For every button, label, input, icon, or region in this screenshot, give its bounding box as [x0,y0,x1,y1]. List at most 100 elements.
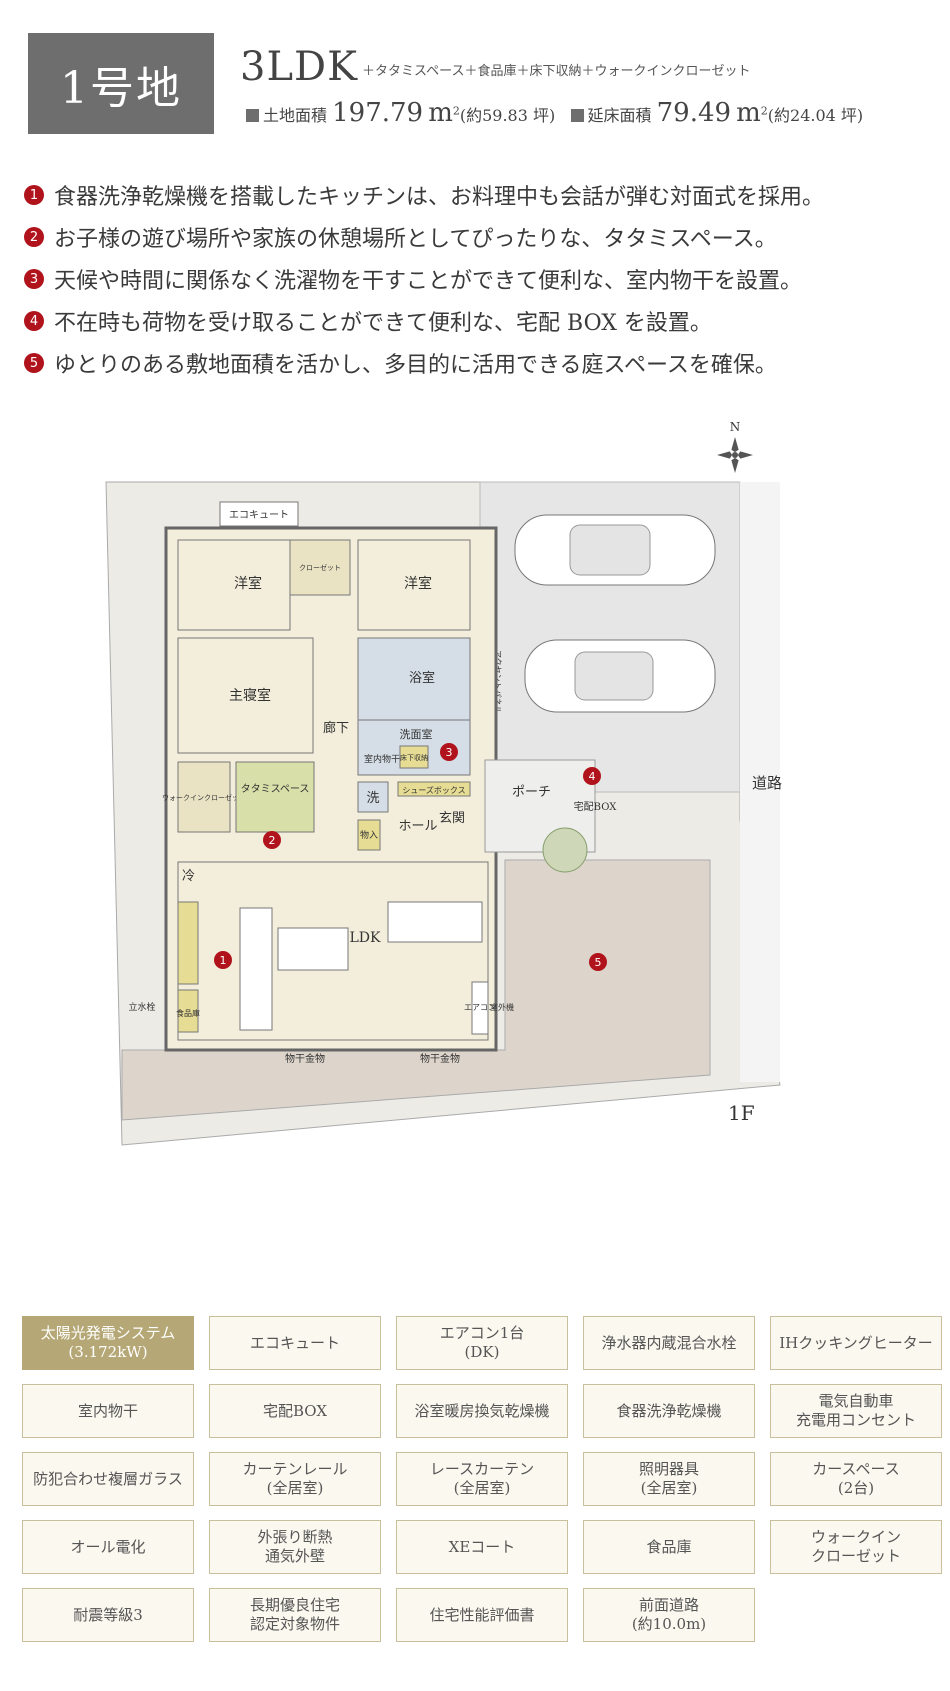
master-bedroom-label: 主寝室 [229,687,271,704]
equipment-item: 食品庫 [583,1520,755,1574]
plan-marker: 1 [214,951,232,969]
feature-text: 天候や時間に関係なく洗濯物を干すことができて便利な、室内物干を設置。 [54,269,803,294]
equipment-item: 耐震等級3 [22,1588,194,1642]
plan-extras: ＋タタミスペース＋食品庫＋床下収納＋ウォークインクローゼット [362,64,751,79]
feature-text: ゆとりのある敷地面積を活かし、多目的に活用できる庭スペースを確保。 [54,353,777,378]
western-room-1-label: 洋室 [234,575,262,592]
equipment-item: 室内物干 [22,1384,194,1438]
dining-table [277,927,349,971]
land-area-label: 土地面積 [263,106,328,125]
storage-label: 物入 [360,829,378,841]
svg-text:3: 3 [446,746,453,759]
ecocute-label: エコキュート [229,510,289,521]
equipment-item: XEコート [396,1520,568,1574]
washroom-label: 洗面室 [400,727,433,741]
dryer-rack-label: 室内物干 [364,753,400,765]
feature-text: 不在時も荷物を受け取ることができて便利な、宅配 BOX を設置。 [54,311,712,336]
marker-badge: 4 [24,311,44,331]
plan-marker: 2 [263,831,281,849]
marker-badge: 2 [24,227,44,247]
equipment-item: 電気自動車 充電用コンセント [770,1384,942,1438]
equipment-item: 外張り断熱 通気外壁 [209,1520,381,1574]
equipment-item: 前面道路 (約10.0m) [583,1588,755,1642]
feature-list: 1 食器洗浄乾燥機を搭載したキッチンは、お料理中も会話が弾む対面式を採用。 2 お子… [24,174,824,384]
plan-type: 3LDK [240,44,358,90]
svg-text:2: 2 [269,834,276,847]
bathroom-label: 浴室 [409,670,435,686]
laundry-pole-label: 物干金物 [420,1052,460,1065]
feature-item: 5 ゆとりのある敷地面積を活かし、多目的に活用できる庭スペースを確保。 [24,342,824,384]
laundry-pole-label: 物干金物 [285,1052,325,1065]
floor-plan: N 道路 アクセントパネル エコキュート 洋室 クローゼット 洋室 主寝室 廊下… [105,420,782,1146]
plan-marker: 5 [589,953,607,971]
equipment-item: 食器洗浄乾燥機 [583,1384,755,1438]
feature-item: 1 食器洗浄乾燥機を搭載したキッチンは、お料理中も会話が弾む対面式を採用。 [24,174,824,216]
shoes-box-label: シューズボックス [402,785,465,795]
ldk-label: LDK [350,930,382,946]
ecocute-unit [219,501,299,527]
equipment-item: 浄水器内蔵混合水栓 [583,1316,755,1370]
land-area-value: 197.79 [332,98,424,128]
equipment-item: エコキュート [209,1316,381,1370]
floor-label: 1F [728,1101,755,1125]
garden-area [121,859,711,1121]
delivery-box-label: 宅配BOX [574,800,618,813]
entrance-label: 玄関 [439,811,465,826]
equipment-item: カーテンレール (全居室) [209,1452,381,1506]
equipment-item: レースカーテン (全居室) [396,1452,568,1506]
pantry-label: 食品庫 [176,1008,200,1018]
equipment-item: オール電化 [22,1520,194,1574]
car-icon [524,639,716,713]
feature-item: 4 不在時も荷物を受け取ることができて便利な、宅配 BOX を設置。 [24,300,824,342]
faucet-label: 立水栓 [128,1001,155,1013]
land-area-tsubo: (約59.83 坪) [459,106,556,125]
bullet-square-icon [570,109,584,122]
equipment-item: 照明器具 (全居室) [583,1452,755,1506]
outdoor-unit-label: 室外機 [490,1002,514,1012]
equipment-item: 太陽光発電システム (3.172kW) [22,1316,194,1370]
floor-area-value: 79.49 [656,98,732,128]
porch-label: ポーチ [512,785,551,800]
feature-text: 食器洗浄乾燥機を搭載したキッチンは、お料理中も会話が弾む対面式を採用。 [54,185,825,210]
equipment-item: 住宅性能評価書 [396,1588,568,1642]
walkin-closet-label: ウォークインクローゼット [162,793,246,802]
underfloor-storage-label: 床下収納 [400,753,428,762]
compass-icon: N [717,420,753,473]
feature-text: お子様の遊び場所や家族の休憩場所としてぴったりな、タタミスペース。 [54,227,777,252]
feature-item: 2 お子様の遊び場所や家族の休憩場所としてぴったりな、タタミスペース。 [24,216,824,258]
floor-area-label: 延床面積 [587,106,652,125]
equipment-item: 宅配BOX [209,1384,381,1438]
western-room-2-label: 洋室 [404,575,432,592]
equipment-item: 防犯合わせ複層ガラス [22,1452,194,1506]
tatami-label: タタミスペース [241,783,310,795]
bullet-square-icon [246,109,259,122]
lot-badge: 1号地 [28,33,214,134]
floor-area-tsubo: (約24.04 坪) [767,106,864,125]
svg-text:5: 5 [595,956,602,969]
marker-badge: 5 [24,353,44,373]
tree-icon [542,827,588,873]
floor-area-unit: m [736,98,761,128]
washer-label: 洗 [366,791,379,806]
equipment-item: カースペース (2台) [770,1452,942,1506]
svg-text:4: 4 [589,770,596,783]
plan-marker: 3 [440,743,458,761]
road-strip [740,482,780,1082]
kitchen-counter [239,907,273,1031]
sofa-icon [387,901,483,943]
land-area-unit: m [428,98,453,128]
aircon-label: エアコン [464,1003,496,1012]
corridor-label: 廊下 [323,720,349,736]
road-label: 道路 [752,774,782,792]
marker-badge: 1 [24,185,44,205]
equipment-item: エアコン1台 (DK) [396,1316,568,1370]
closet-label: クローゼット [299,563,341,572]
hall-label: ホール [398,819,437,834]
compass-label: N [730,420,741,434]
equipment-item: 長期優良住宅 認定対象物件 [209,1588,381,1642]
car-icon [514,514,716,586]
plan-marker: 4 [583,767,601,785]
equipment-item: ウォークイン クローゼット [770,1520,942,1574]
equipment-item: 浴室暖房換気乾燥機 [396,1384,568,1438]
